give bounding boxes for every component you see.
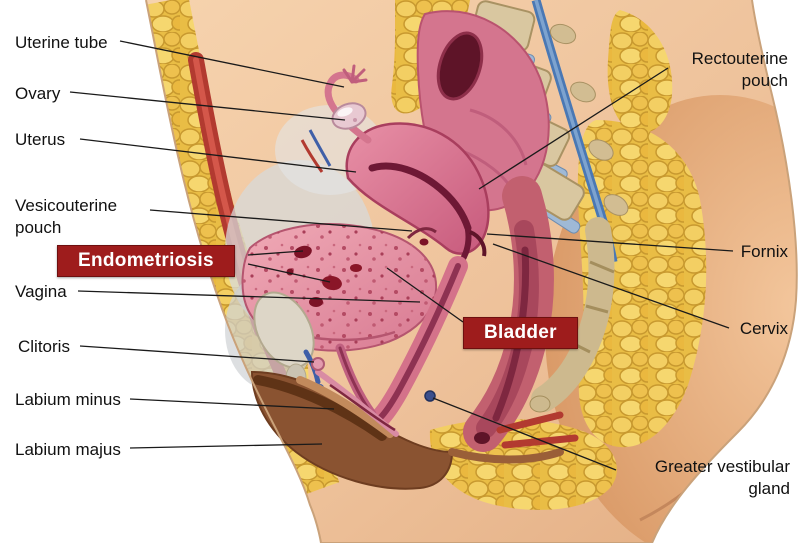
leader-uterus [79,138,357,173]
label-fornix: Fornix [740,242,788,261]
vulva [250,369,564,490]
label-vagina: Vagina [15,282,67,301]
leader-labium-majus [129,443,323,449]
label-labium-minus: Labium minus [15,390,121,409]
label-uterus: Uterus [15,130,66,149]
label-vesicouterine-pouch: Vesicouterine pouch [15,196,118,237]
label-uterine-tube: Uterine tube [15,33,108,52]
sacrum [529,217,615,413]
label-greater-vestibular-gland: Greater vestibular gland [654,457,790,498]
leader-fornix [486,233,734,252]
label-labium-majus: Labium majus [15,440,121,459]
label-clitoris: Clitoris [18,337,70,356]
leader-endometriosis-1 [247,250,304,256]
endometriosis-badge: Endometriosis [57,245,235,277]
leader-lines [69,40,734,471]
leader-vestibular-gland [432,397,617,471]
leader-clitoris [79,345,315,363]
vestibular-gland-shape [424,390,436,402]
leader-ovary [69,91,346,121]
ovary-shape [331,102,367,130]
leader-bladder [386,267,464,323]
bladder-badge: Bladder [463,317,578,349]
leader-rectouterine-pouch [478,67,669,190]
leader-uterine-tube [119,40,345,88]
uterus-shape [345,122,490,271]
label-rectouterine-pouch: Rectouterine pouch [691,49,788,90]
label-ovary: Ovary [15,84,61,103]
leader-cervix [492,243,730,329]
leader-vesicouterine-pouch [149,209,413,232]
leader-endometriosis-2 [247,263,331,283]
leader-labium-minus [129,398,335,410]
label-cervix: Cervix [739,319,788,338]
leader-vagina [77,290,421,303]
vagina-shape [370,256,468,428]
clitoris-shape [311,357,325,371]
endometriosis-spots [286,238,429,307]
